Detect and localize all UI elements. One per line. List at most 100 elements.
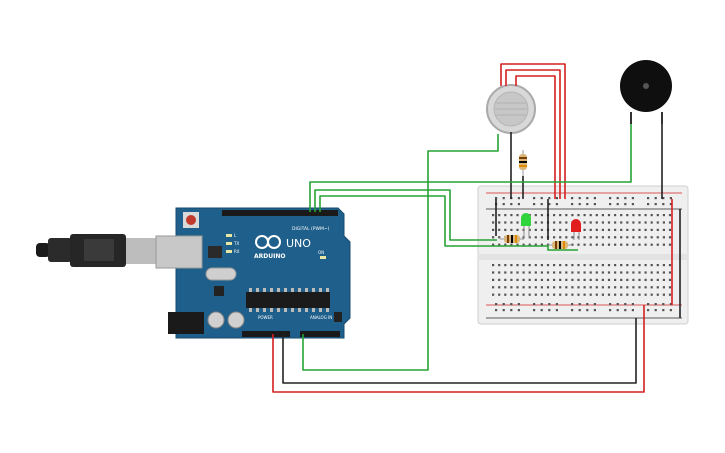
breadboard-hole[interactable] <box>614 228 617 231</box>
breadboard-hole[interactable] <box>586 309 589 312</box>
breadboard-hole[interactable] <box>668 271 672 274</box>
breadboard-hole[interactable] <box>650 214 653 217</box>
breadboard-hole[interactable] <box>559 286 562 289</box>
breadboard-hole[interactable] <box>662 236 665 239</box>
breadboard-hole[interactable] <box>650 286 653 289</box>
breadboard-hole[interactable] <box>589 264 592 267</box>
breadboard-hole[interactable] <box>540 221 543 224</box>
breadboard-hole[interactable] <box>502 203 505 206</box>
breadboard-hole[interactable] <box>626 264 629 267</box>
breadboard-hole[interactable] <box>650 278 653 281</box>
breadboard-hole[interactable] <box>565 236 568 239</box>
breadboard-hole[interactable] <box>555 309 558 312</box>
breadboard-hole[interactable] <box>647 309 650 312</box>
breadboard-hole[interactable] <box>644 293 647 296</box>
breadboard-hole[interactable] <box>626 236 629 239</box>
breadboard-hole[interactable] <box>616 303 619 306</box>
breadboard-hole[interactable] <box>533 303 536 306</box>
breadboard-hole[interactable] <box>534 214 537 217</box>
breadboard-hole[interactable] <box>620 264 623 267</box>
breadboard-hole[interactable] <box>540 293 543 296</box>
breadboard-hole[interactable] <box>495 197 498 200</box>
breadboard-hole[interactable] <box>654 303 657 306</box>
breadboard-hole[interactable] <box>540 214 543 217</box>
breadboard-hole[interactable] <box>571 243 574 246</box>
breadboard-hole[interactable] <box>510 203 513 206</box>
breadboard-hole[interactable] <box>644 236 647 239</box>
breadboard-hole[interactable] <box>516 243 519 246</box>
breadboard-hole[interactable] <box>638 293 641 296</box>
breadboard-hole[interactable] <box>662 293 665 296</box>
breadboard-hole[interactable] <box>571 197 574 200</box>
breadboard-hole[interactable] <box>632 228 635 231</box>
breadboard-hole[interactable] <box>528 228 531 231</box>
breadboard-hole[interactable] <box>656 286 659 289</box>
breadboard-hole[interactable] <box>662 228 665 231</box>
breadboard-hole[interactable] <box>517 197 520 200</box>
breadboard-hole[interactable] <box>540 228 543 231</box>
breadboard-hole[interactable] <box>504 264 507 267</box>
breadboard-hole[interactable] <box>516 271 519 274</box>
breadboard-hole[interactable] <box>595 236 598 239</box>
breadboard-hole[interactable] <box>644 228 647 231</box>
breadboard-hole[interactable] <box>607 221 611 224</box>
breadboard-hole[interactable] <box>620 293 623 296</box>
breadboard-hole[interactable] <box>583 264 586 267</box>
breadboard-hole[interactable] <box>583 214 586 217</box>
breadboard-hole[interactable] <box>571 203 574 206</box>
breadboard-hole[interactable] <box>559 271 562 274</box>
breadboard-hole[interactable] <box>577 214 580 217</box>
breadboard-hole[interactable] <box>548 309 551 312</box>
breadboard-hole[interactable] <box>669 303 672 306</box>
breadboard-hole[interactable] <box>626 214 629 217</box>
breadboard-hole[interactable] <box>540 264 543 267</box>
breadboard-hole[interactable] <box>510 243 513 246</box>
breadboard-hole[interactable] <box>553 264 556 267</box>
breadboard-hole[interactable] <box>534 221 537 224</box>
breadboard-hole[interactable] <box>492 271 495 274</box>
breadboard-hole[interactable] <box>555 203 558 206</box>
breadboard-hole[interactable] <box>662 203 665 206</box>
breadboard-hole[interactable] <box>668 293 672 296</box>
breadboard-hole[interactable] <box>528 264 531 267</box>
breadboard-hole[interactable] <box>668 221 672 224</box>
breadboard-hole[interactable] <box>662 264 665 267</box>
breadboard-hole[interactable] <box>559 278 562 281</box>
breadboard-hole[interactable] <box>607 286 611 289</box>
breadboard-hole[interactable] <box>601 293 604 296</box>
resistor-red-led[interactable] <box>548 241 572 249</box>
breadboard-hole[interactable] <box>571 278 574 281</box>
breadboard-hole[interactable] <box>492 264 495 267</box>
breadboard-hole[interactable] <box>498 293 501 296</box>
breadboard-hole[interactable] <box>546 286 550 289</box>
breadboard-hole[interactable] <box>522 271 525 274</box>
breadboard-hole[interactable] <box>534 293 537 296</box>
breadboard-hole[interactable] <box>498 278 501 281</box>
breadboard-hole[interactable] <box>589 221 592 224</box>
breadboard-hole[interactable] <box>522 293 525 296</box>
breadboard-hole[interactable] <box>669 309 672 312</box>
breadboard-hole[interactable] <box>534 278 537 281</box>
breadboard-hole[interactable] <box>620 236 623 239</box>
breadboard-hole[interactable] <box>522 278 525 281</box>
breadboard-hole[interactable] <box>516 286 519 289</box>
breadboard-hole[interactable] <box>578 309 581 312</box>
breadboard-hole[interactable] <box>638 228 641 231</box>
breadboard-hole[interactable] <box>668 228 672 231</box>
breadboard-hole[interactable] <box>662 197 665 200</box>
breadboard-hole[interactable] <box>571 236 574 239</box>
breadboard-hole[interactable] <box>620 228 623 231</box>
breadboard-hole[interactable] <box>654 197 657 200</box>
breadboard-hole[interactable] <box>656 271 659 274</box>
breadboard-hole[interactable] <box>578 203 581 206</box>
breadboard-hole[interactable] <box>540 303 543 306</box>
breadboard-hole[interactable] <box>548 197 551 200</box>
breadboard-hole[interactable] <box>601 243 604 246</box>
breadboard-hole[interactable] <box>607 264 611 267</box>
breadboard-hole[interactable] <box>647 203 650 206</box>
breadboard-hole[interactable] <box>510 214 513 217</box>
breadboard-hole[interactable] <box>624 303 627 306</box>
breadboard-hole[interactable] <box>571 264 574 267</box>
breadboard-hole[interactable] <box>502 303 505 306</box>
breadboard-hole[interactable] <box>492 214 495 217</box>
